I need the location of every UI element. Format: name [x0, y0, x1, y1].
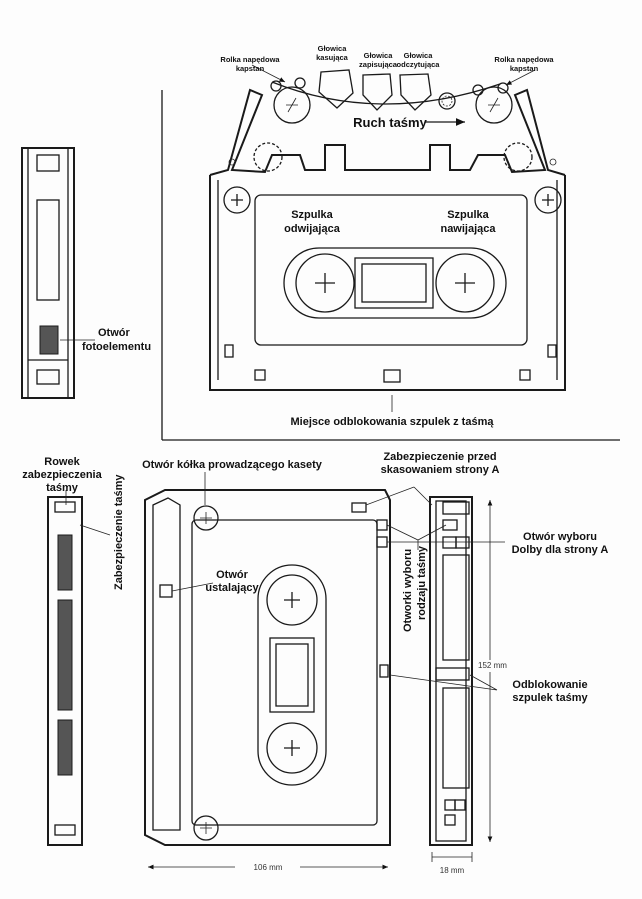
- capstan-right-label: Rolka napędowa: [494, 55, 554, 64]
- erase-protect-label-2: skasowaniem strony A: [381, 464, 500, 476]
- locating-hole-label-2: ustalający: [205, 582, 259, 594]
- tape-mechanism: [228, 64, 557, 412]
- locating-hole-label: Otwór: [216, 569, 248, 581]
- cassette-front-view: [144, 489, 391, 846]
- groove-label-2: zabezpieczenia: [22, 469, 102, 481]
- takeup-reel-label: Szpulka: [447, 209, 489, 221]
- photo-hole-icon: [39, 325, 59, 355]
- takeup-reel-label-2: nawijająca: [440, 223, 496, 235]
- erase-head-label: Głowica: [318, 44, 348, 53]
- reel-unlock-label-2: szpulek taśmy: [512, 692, 588, 704]
- erase-protect-label: Zabezpieczenie przed: [383, 451, 496, 463]
- erase-head-icon: [318, 69, 354, 109]
- record-head-label: Głowica: [364, 51, 394, 60]
- capstan-left-label-2: kapstan: [236, 64, 265, 73]
- tape-motion-label: Ruch taśmy: [353, 115, 427, 130]
- supply-reel-label-2: odwijająca: [284, 223, 341, 235]
- dolby-hole-label-2: Dolby dla strony A: [512, 544, 609, 556]
- play-head-label: Głowica: [404, 51, 434, 60]
- play-head-icon: [399, 73, 432, 111]
- record-head-icon: [362, 73, 393, 111]
- photo-hole-label-2: fotoelementu: [82, 341, 151, 353]
- photo-hole-label: Otwór: [98, 327, 130, 339]
- play-head-label-2: odczytująca: [397, 60, 441, 69]
- frame-divider: [161, 90, 620, 441]
- guide-hole-label: Otwór kółka prowadzącego kasety: [142, 459, 323, 471]
- dolby-hole-label: Otwór wyboru: [523, 531, 597, 543]
- reel-release-label: Miejsce odblokowania szpulek z taśmą: [291, 416, 495, 428]
- height-dimension: 152 mm: [478, 661, 507, 670]
- depth-dimension: 18 mm: [440, 866, 465, 875]
- erase-head-label-2: kasująca: [316, 53, 349, 62]
- width-dimension: 106 mm: [254, 863, 283, 872]
- supply-reel-label: Szpulka: [291, 209, 333, 221]
- capstan-right-label-2: kapstan: [510, 64, 539, 73]
- reel-unlock-label: Odblokowanie: [512, 679, 587, 691]
- side-view-bottom-right: [365, 486, 505, 846]
- groove-label: Rowek: [44, 456, 80, 468]
- groove-label-3: taśmy: [46, 482, 79, 494]
- cassette-top-view: [209, 88, 566, 391]
- side-view-bottom-left: [47, 490, 111, 846]
- tape-guard-label: Zabezpieczenie taśmy: [113, 474, 125, 590]
- side-view-top-left: [21, 147, 95, 399]
- tape-type-holes-label-2: rodzaju taśmy: [416, 545, 428, 620]
- tape-type-holes-label: Otworki wyboru: [402, 549, 414, 632]
- reel-release-point: [383, 369, 401, 383]
- dimension-lines: [148, 500, 493, 870]
- record-head-label-2: zapisująca: [359, 60, 398, 69]
- capstan-left-label: Rolka napędowa: [220, 55, 280, 64]
